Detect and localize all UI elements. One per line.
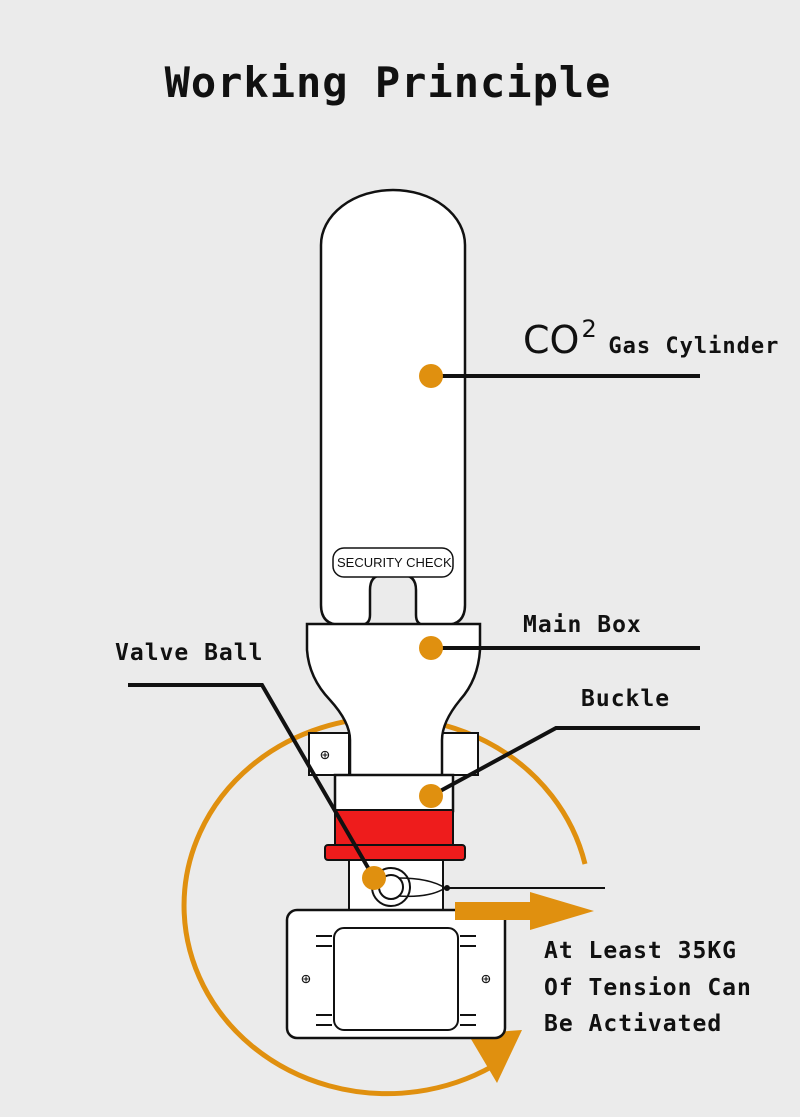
tension-label-line-1: At Least 35KG <box>544 938 738 964</box>
co2-label-main: CO <box>523 318 580 362</box>
right-mount-ear <box>439 732 479 776</box>
tension-label-line-2: Of Tension Can <box>544 975 752 1001</box>
callout-marker-cylinder <box>419 364 443 388</box>
leader-line-valve-ball <box>128 683 376 880</box>
screw-icon: ⊕ <box>301 969 311 988</box>
co2-gas-cylinder-label: CO2 Gas Cylinder <box>523 315 780 362</box>
leader-line-buckle <box>430 726 700 798</box>
main-box-label: Main Box <box>523 612 642 638</box>
security-check-label: SECURITY CHECK <box>337 555 452 570</box>
co2-label-superscript: 2 <box>581 315 597 343</box>
tension-label-line-3: Be Activated <box>544 1011 723 1037</box>
security-check-label-box <box>332 547 454 578</box>
callout-marker-main-box <box>419 636 443 660</box>
callout-marker-valve-ball <box>362 866 386 890</box>
screw-icon: ⊕ <box>320 745 330 764</box>
page-title: Working Principle <box>164 58 612 107</box>
screw-icon: ⊕ <box>481 969 491 988</box>
rotation-arrow <box>181 715 588 1097</box>
buckle-red-collar <box>324 844 466 861</box>
callout-marker-buckle <box>419 784 443 808</box>
tension-arrow <box>455 892 594 930</box>
valve-ball-label: Valve Ball <box>115 640 264 666</box>
buckle-label: Buckle <box>581 686 671 712</box>
co2-label-rest: Gas Cylinder <box>608 334 780 359</box>
base-housing <box>333 927 459 1031</box>
